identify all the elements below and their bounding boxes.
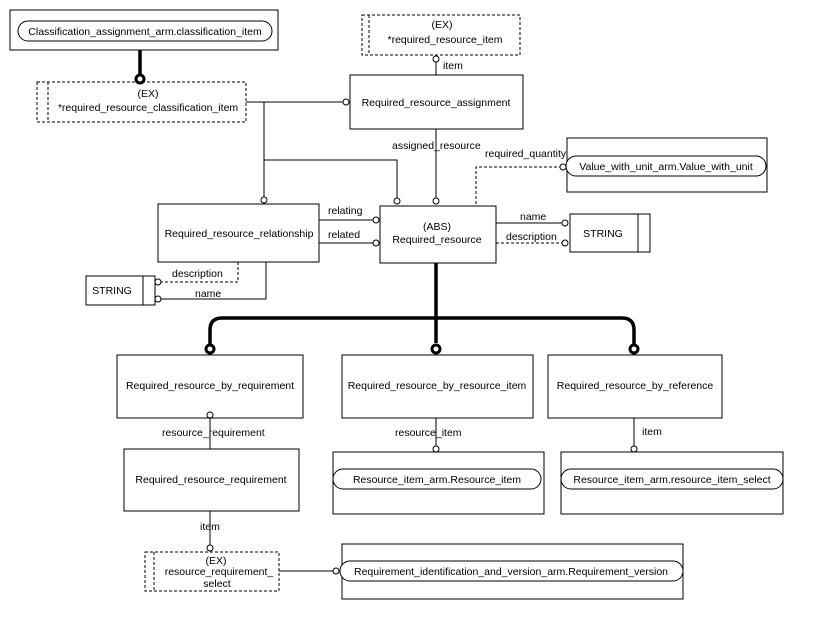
ring: [372, 239, 380, 247]
required-resource-item-text: *required_resource_item: [388, 34, 503, 46]
resource-item-select-text: Resource_item_arm.resource_item_select: [573, 474, 770, 486]
value-with-unit-text: Value_with_unit_arm.Value_with_unit: [579, 161, 753, 173]
ring: [432, 55, 440, 63]
item-select-label: item: [200, 521, 220, 533]
classification-item-box: Classification_assignment_arm.classifica…: [9, 9, 279, 51]
ring: [393, 197, 401, 205]
assignment-text: Required_resource_assignment: [362, 97, 511, 109]
string-type-right: STRING: [569, 213, 651, 253]
resource-requirement-box: Required_resource_requirement: [123, 448, 300, 512]
by-requirement-text: Required_resource_by_requirement: [126, 380, 294, 392]
ring: [332, 567, 340, 575]
ring: [432, 445, 440, 453]
ring: [559, 163, 567, 171]
string-left-text: STRING: [92, 285, 132, 297]
required-quantity-line: [463, 166, 560, 207]
string-right-text: STRING: [583, 228, 623, 240]
ring: [206, 411, 214, 419]
value-with-unit-box: Value_with_unit_arm.Value_with_unit: [565, 137, 768, 193]
resource-requirement-select-text: resource_requirement_: [165, 566, 274, 578]
by-reference-box: Required_resource_by_reference: [547, 354, 723, 419]
by-resource-item-text: Required_resource_by_resource_item: [348, 380, 527, 392]
item-reference-label: item: [642, 426, 662, 438]
resource-item-box: Resource_item_arm.Resource_item: [332, 451, 545, 515]
classification-item-text: Classification_assignment_arm.classifica…: [28, 26, 262, 38]
ring: [342, 98, 350, 106]
ring-markers: [134, 55, 640, 575]
resource-item-select-box: Resource_item_arm.resource_item_select: [560, 451, 784, 515]
ring: [432, 197, 440, 205]
required-resource-box: (ABS) Required_resource: [379, 205, 497, 264]
required-resource-classification-text: *required_resource_classification_item: [58, 102, 239, 114]
description-left-line: [159, 262, 239, 283]
abs-label: (ABS): [423, 221, 451, 233]
required-resource-classification-select: (EX) *required_resource_classification_i…: [36, 81, 247, 123]
by-resource-item-box: Required_resource_by_resource_item: [341, 354, 534, 419]
name-left-line: [159, 262, 267, 300]
attribute-labels: item assigned_resource required_quantity…: [162, 60, 662, 533]
relating-label: relating: [328, 205, 363, 217]
string-type-left: STRING: [85, 275, 156, 306]
supertype-ring: [134, 73, 146, 85]
relationship-text: Required_resource_relationship: [165, 228, 314, 240]
supertype-ring: [628, 343, 640, 355]
ex-label: (EX): [138, 88, 159, 100]
item-label: item: [443, 60, 463, 72]
by-reference-text: Required_resource_by_reference: [557, 380, 714, 392]
required-resource-text: Required_resource: [392, 234, 481, 246]
required-quantity-label: required_quantity: [485, 148, 567, 160]
requirement-version-box: Requirement_identification_and_version_a…: [339, 543, 684, 600]
requirement-version-text: Requirement_identification_and_version_a…: [354, 566, 668, 578]
ring: [260, 196, 268, 204]
ex-label: (EX): [206, 555, 227, 567]
resource-requirement-select: (EX) resource_requirement_ select: [144, 551, 280, 592]
ex-label: (EX): [432, 19, 453, 31]
supertype-ring: [430, 343, 442, 355]
resource-item-text: Resource_item_arm.Resource_item: [353, 474, 521, 486]
description-right-label: description: [506, 231, 557, 243]
ring: [206, 544, 214, 552]
by-requirement-box: Required_resource_by_requirement: [116, 354, 304, 419]
resource-requirement-label: resource_requirement: [162, 427, 265, 439]
name-left-label: name: [195, 288, 221, 300]
required-resource-assignment-box: Required_resource_assignment: [349, 74, 524, 130]
name-right-label: name: [520, 211, 546, 223]
ring: [154, 278, 162, 286]
required-resource-item-select: (EX) *required_resource_item: [361, 14, 521, 56]
ring: [630, 445, 638, 453]
supertype-tree-branches: [208, 316, 636, 345]
related-label: related: [328, 229, 360, 241]
description-left-label: description: [172, 268, 223, 280]
required-resource-relationship-box: Required_resource_relationship: [157, 203, 320, 263]
ring: [561, 219, 569, 227]
ring: [372, 216, 380, 224]
assigned-resource-label: assigned_resource: [392, 140, 481, 152]
connectors: [138, 50, 636, 572]
ring: [561, 239, 569, 247]
ring: [154, 295, 162, 303]
supertype-ring: [204, 343, 216, 355]
resource-requirement-select-text-2: select: [203, 578, 231, 590]
resource-item-label: resource_item: [395, 427, 462, 439]
resource-requirement-text: Required_resource_requirement: [135, 474, 286, 486]
